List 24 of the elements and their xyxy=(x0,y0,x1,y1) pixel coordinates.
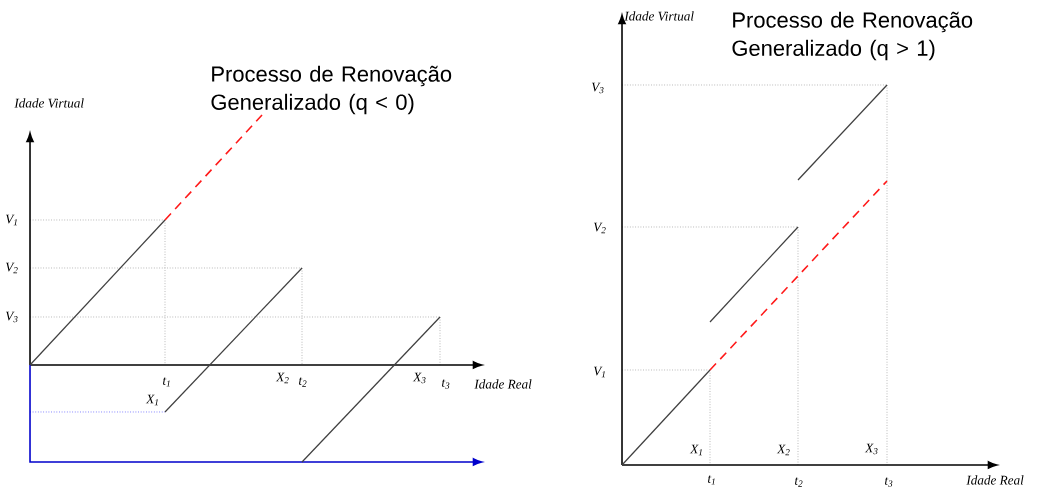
tick-label: V$_{2}$ xyxy=(5,262,18,274)
axis-label: Idade Real xyxy=(474,379,532,389)
axis-label: Idade Virtual xyxy=(14,98,84,108)
tick-label: t$_{2}$ xyxy=(299,377,307,387)
axis-label: Idade Real xyxy=(966,475,1024,485)
axis-label: Idade Virtual xyxy=(624,11,694,21)
tick-label: X$_{1}$ xyxy=(689,444,702,456)
tick-label: t$_{3}$ xyxy=(885,477,893,487)
tick-label: t$_{1}$ xyxy=(163,377,170,387)
tick-label: V$_{1}$ xyxy=(5,214,17,226)
plot-title: Processo de Renovação Generalizado (q > 1) xyxy=(732,11,973,61)
tick-label: X$_{2}$ xyxy=(275,372,289,384)
tick-label: t$_{3}$ xyxy=(442,379,450,389)
tick-label: X$_{3}$ xyxy=(864,443,878,455)
tick-label: t$_{2}$ xyxy=(795,477,803,487)
tick-label: X$_{2}$ xyxy=(776,444,790,456)
tick-label: t$_{1}$ xyxy=(708,475,715,485)
tick-label: V$_{1}$ xyxy=(593,366,605,378)
tick-label: V$_{2}$ xyxy=(593,222,606,234)
tick-label: X$_{1}$ xyxy=(145,394,158,406)
tick-label: X$_{3}$ xyxy=(412,372,426,384)
plot-title: Processo de Renovação Generalizado (q < 0) xyxy=(211,65,452,115)
tick-label: V$_{3}$ xyxy=(591,82,604,94)
tick-label: V$_{3}$ xyxy=(5,311,18,323)
